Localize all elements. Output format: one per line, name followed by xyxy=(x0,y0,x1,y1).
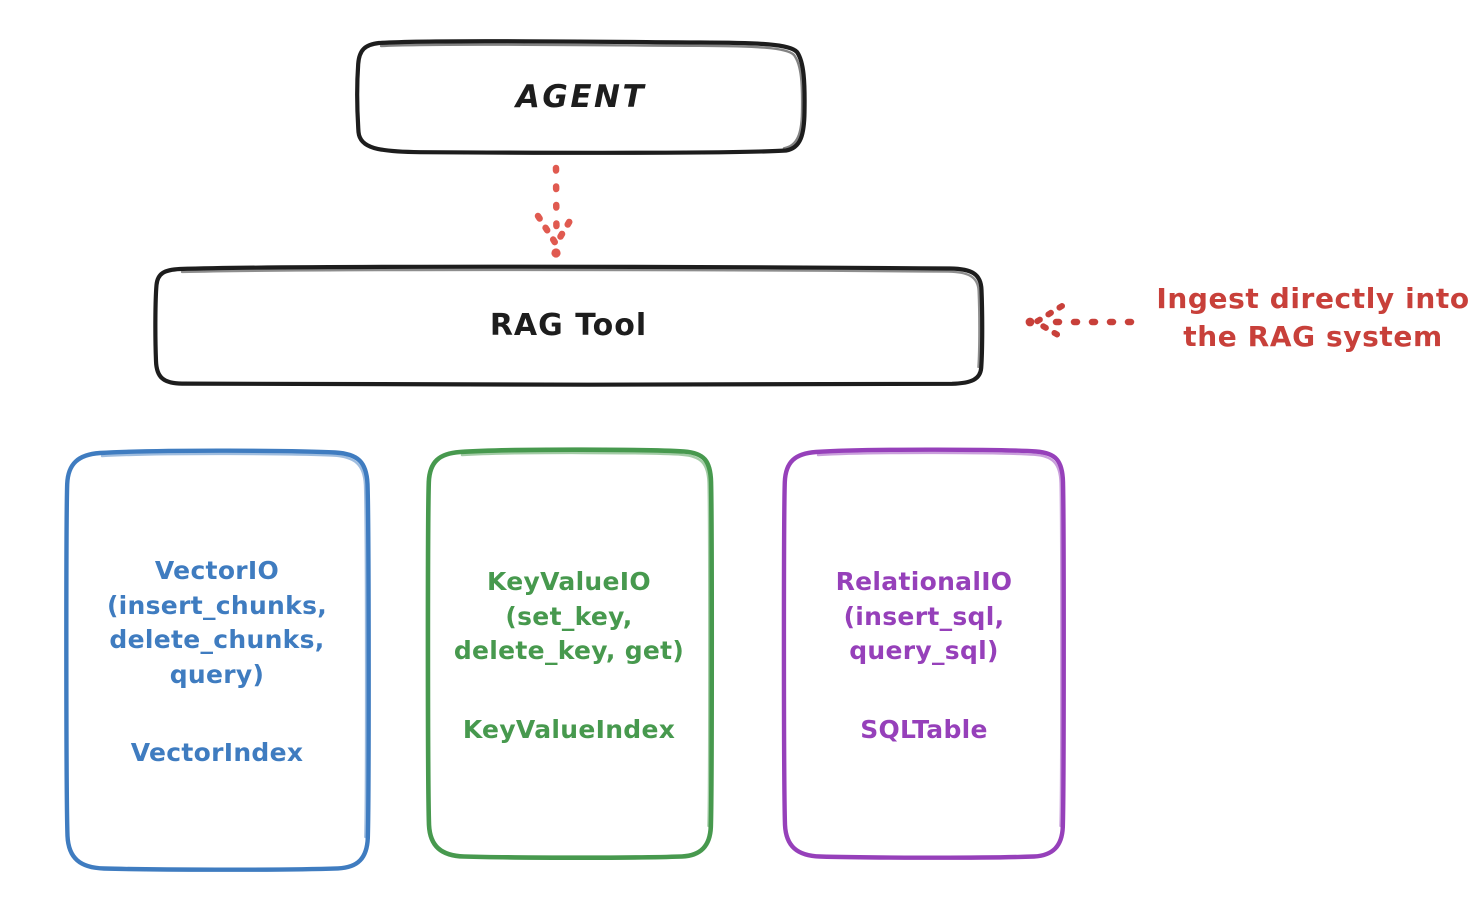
agent-node-shape[interactable] xyxy=(355,39,807,155)
vector-io-node-shape[interactable] xyxy=(64,448,371,872)
rag-tool-node-shape[interactable] xyxy=(153,264,985,387)
ingest-connector xyxy=(1025,303,1135,341)
key-value-io-node-shape[interactable] xyxy=(425,447,715,861)
relational-io-node-shape[interactable] xyxy=(781,447,1066,860)
agent-to-rag-connector xyxy=(534,164,578,258)
